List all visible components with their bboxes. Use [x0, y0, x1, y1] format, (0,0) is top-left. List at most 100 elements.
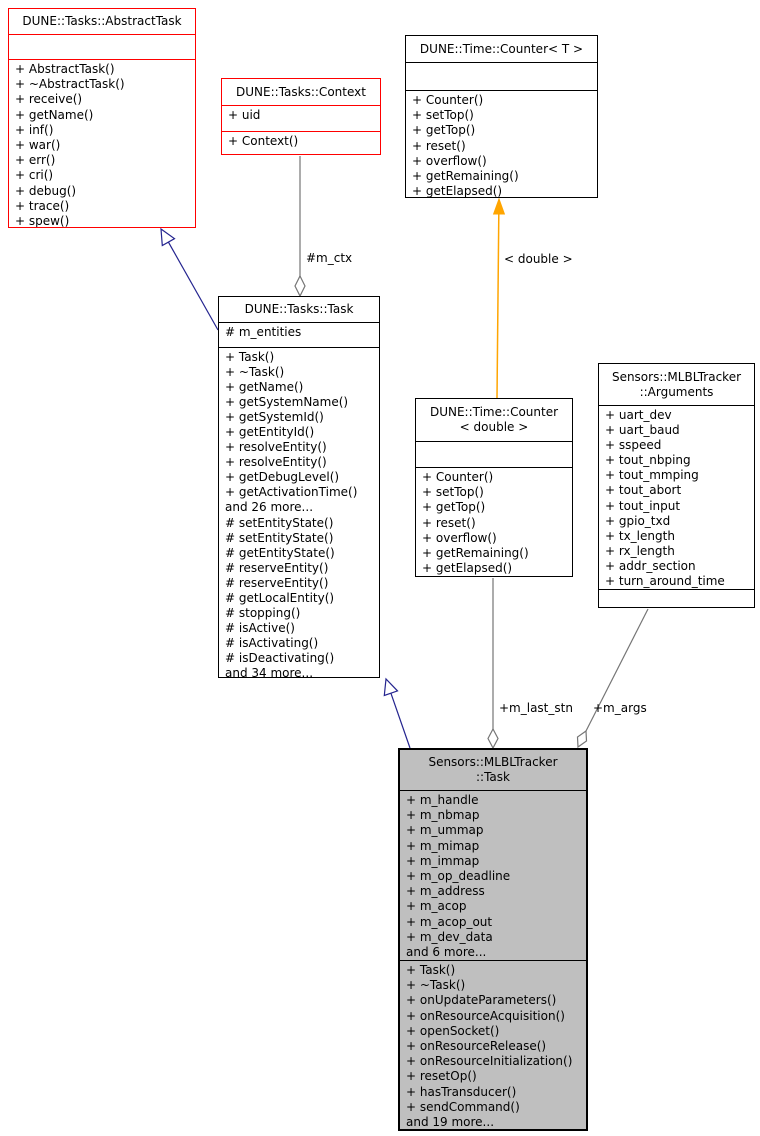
class-methods-section: + Counter()+ setTop()+ getTop()+ reset()…	[406, 90, 597, 197]
class-attributes-section: + uart_dev+ uart_baud+ sspeed+ tout_nbpi…	[599, 405, 754, 589]
member-line: + getDebugLevel()	[225, 470, 340, 485]
member-line: + getTop()	[412, 123, 476, 138]
member-line: # reserveEntity()	[225, 575, 329, 590]
class-methods-section: + Task()+ ~Task()+ onUpdateParameters() +…	[400, 960, 586, 1129]
class-methods-section: + AbstractTask()+ ~AbstractTask()+ recei…	[9, 59, 195, 227]
edge-label-m-args: +m_args	[593, 701, 647, 715]
class-attributes-section: # m_entities	[219, 322, 379, 347]
class-title-text: DUNE::Tasks::AbstractTask	[22, 14, 182, 28]
class-title: Sensors::MLBLTracker ::Arguments	[599, 364, 754, 405]
member-line: + Context()	[228, 134, 299, 148]
member-line: # reserveEntity()	[225, 560, 329, 575]
member-line: + Task()	[406, 963, 456, 977]
class-title: DUNE::Tasks::Task	[219, 297, 379, 322]
class-node-task[interactable]: DUNE::Tasks::Task # m_entities + Task()+…	[218, 296, 380, 678]
class-node-counter-double[interactable]: DUNE::Time::Counter < double > + Counter…	[415, 398, 573, 577]
member-line: + reset()	[422, 515, 476, 530]
member-line: + openSocket()	[406, 1023, 500, 1038]
member-line: + trace()	[15, 198, 70, 213]
member-line: # isActivating()	[225, 635, 319, 650]
open-diamond	[487, 727, 499, 750]
class-title-text: Sensors::MLBLTracker	[428, 755, 558, 769]
open-diamond	[294, 274, 306, 298]
class-node-context[interactable]: DUNE::Tasks::Context + uid + Context()	[221, 78, 381, 155]
member-line: + resetOp()	[406, 1069, 477, 1084]
class-title: Sensors::MLBLTracker ::Task	[400, 750, 586, 790]
class-node-arguments[interactable]: Sensors::MLBLTracker ::Arguments + uart_…	[598, 363, 755, 608]
member-line: # stopping()	[225, 605, 301, 620]
open-diamond	[576, 729, 588, 749]
member-line: + setTop()	[412, 108, 474, 123]
member-line: # setEntityState()	[225, 515, 334, 530]
class-title-text: DUNE::Time::Counter< T >	[419, 41, 584, 56]
member-line: + tout_nbping	[605, 453, 691, 468]
member-line: + uart_dev	[605, 408, 672, 422]
class-title-text: DUNE::Tasks::Task	[244, 302, 354, 316]
member-line: + hasTransducer()	[406, 1084, 517, 1099]
class-title-text: DUNE::Tasks::Context	[236, 84, 366, 99]
member-line: + spew()	[15, 214, 70, 227]
class-title: DUNE::Time::Counter< T >	[406, 36, 597, 62]
member-line: + setTop()	[422, 485, 484, 500]
member-line: # getEntityState()	[225, 545, 335, 560]
class-attributes-section: + m_handle+ m_nbmap+ m_ummap+ m_mimap + m…	[400, 790, 586, 960]
aggregation-edge-counterdouble-to-mlbltask	[487, 578, 499, 750]
member-line: + getName()	[15, 107, 94, 122]
class-title-text-line2: ::Task	[476, 770, 510, 784]
member-line: + rx_length	[605, 543, 675, 558]
member-line: and 26 more...	[225, 500, 314, 515]
member-line: + getElapsed()	[422, 561, 513, 576]
member-line: + overflow()	[412, 153, 487, 168]
member-line: + getRemaining()	[412, 169, 519, 184]
filled-triangle-arrowhead	[492, 197, 506, 215]
member-line: + onResourceRelease()	[406, 1039, 547, 1054]
class-attributes-section	[9, 34, 195, 59]
member-line: + onUpdateParameters()	[406, 993, 557, 1008]
member-line: + debug()	[15, 183, 77, 198]
class-node-abstract-task[interactable]: DUNE::Tasks::AbstractTask + AbstractTask…	[8, 8, 196, 228]
class-title-text-line2: ::Arguments	[639, 384, 714, 399]
class-title: DUNE::Tasks::Context	[222, 79, 380, 105]
member-line: + m_nbmap	[406, 808, 480, 823]
member-line: + getName()	[225, 380, 304, 395]
class-title: DUNE::Time::Counter < double >	[416, 399, 572, 441]
class-title: DUNE::Tasks::AbstractTask	[9, 9, 195, 34]
member-line: + tout_mmping	[605, 468, 699, 483]
member-line: + m_mimap	[406, 838, 480, 853]
member-line: + reset()	[412, 138, 466, 153]
member-line: + onResourceInitialization()	[406, 1054, 573, 1069]
member-line: + cri()	[15, 168, 54, 183]
member-line: + getTop()	[422, 500, 486, 515]
member-line: + Counter()	[422, 470, 494, 484]
member-line: + getSystemId()	[225, 410, 324, 425]
class-attributes-section	[406, 62, 597, 90]
hollow-triangle-arrowhead	[383, 677, 399, 697]
member-line: + err()	[15, 153, 56, 168]
aggregation-edge-arguments-to-mlbltask	[576, 608, 649, 749]
member-line: + uid	[228, 108, 261, 122]
member-line: + m_dev_data	[406, 929, 493, 944]
class-methods-section: + Task()+ ~Task()+ getName()+ getSystemN…	[219, 347, 379, 677]
member-line: + war()	[15, 138, 61, 153]
class-methods-section: + Context()	[222, 131, 380, 154]
member-line: # isActive()	[225, 620, 295, 635]
member-line: and 34 more...	[225, 665, 314, 677]
class-node-mlbltracker-task[interactable]: Sensors::MLBLTracker ::Task + m_handle+ …	[398, 748, 588, 1131]
member-line: + overflow()	[422, 530, 497, 545]
hollow-triangle-arrowhead	[160, 227, 176, 247]
edge-label-template-double: < double >	[504, 252, 573, 266]
member-line: and 19 more...	[406, 1115, 495, 1129]
member-line: + m_acop	[406, 899, 467, 914]
member-line: + tout_input	[605, 498, 681, 513]
member-line: + Task()	[225, 350, 275, 364]
class-node-counter-template[interactable]: DUNE::Time::Counter< T > + Counter()+ se…	[405, 35, 598, 198]
edge-label-m-last-stn: +m_last_stn	[499, 701, 573, 715]
member-line: + m_handle	[406, 793, 479, 807]
member-line: and 6 more...	[406, 945, 487, 960]
member-line: + addr_section	[605, 558, 696, 573]
member-line: + m_ummap	[406, 823, 484, 838]
member-line: + m_address	[406, 884, 485, 899]
class-attributes-section	[416, 441, 572, 467]
member-line: + ~Task()	[406, 978, 466, 993]
